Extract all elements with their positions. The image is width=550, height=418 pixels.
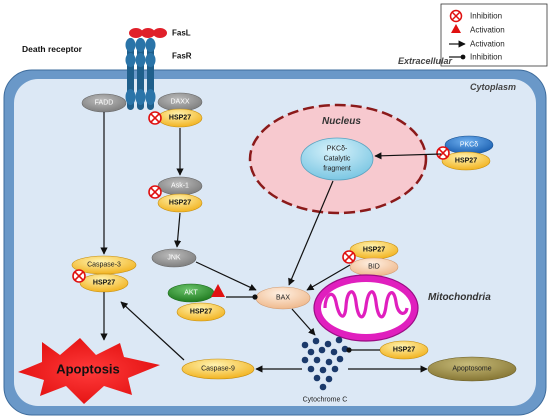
edge-pkc-fragment [374,152,442,160]
edge-pkcfragment-bax [288,180,334,286]
akt-label: AKT [184,290,198,297]
hsp27-ask1-node [157,193,203,213]
death-receptor-title: Death receptor [22,44,83,54]
hsp27-caspase3-label: HSP27 [93,280,115,287]
pkc-catalytic-fragment-node [300,137,374,181]
apoptosis-burst [18,338,160,404]
hsp27-bid-label: HSP27 [363,247,385,254]
inhibition-arrow-icon [449,54,466,60]
inhibition-daxx-icon [148,111,162,125]
activation-triangle-icon [451,24,461,33]
hsp27-daxx-label: HSP27 [169,115,191,122]
pkc-fragment-label-line3: fragment [323,166,351,173]
edge-caspase9-caspase3 [120,301,185,361]
fasl-ligand [129,28,167,38]
legend: Inhibition Activation Activation Inhibit… [440,3,548,67]
mitochondria-label: Mitochondria [428,292,491,303]
hsp27-pkc-node [441,151,491,171]
mitochondria [313,274,419,342]
edge-bid-bax [306,264,351,291]
pkc-delta-label: PKCδ [460,142,478,149]
inhibition-caspase3-icon [72,269,86,283]
edges [100,112,442,373]
fadd-label: FADD [95,100,114,107]
edge-bax-cytochrome [291,308,316,336]
hsp27-pkc-label: HSP27 [455,158,477,165]
bid-label: BID [368,264,380,271]
fas-receptor: FasL FasR [125,28,192,110]
daxx-label: DAXX [170,99,189,106]
pkc-fragment-label-line1: PKCδ- [327,146,348,153]
inhibition-bid-icon [342,250,356,264]
hsp27-cytochrome-label: HSP27 [393,347,415,354]
extracellular-label: Extracellular [398,56,453,66]
apoptosis-label: Apoptosis [56,362,120,377]
cytoplasm-label: Cytoplasm [470,82,516,92]
inhibition-symbol-icon [449,9,463,23]
bax-label: BAX [276,295,290,302]
edge-jnk-bax [195,261,257,291]
apoptosome-node [427,356,517,382]
legend-inhibition-arrow-label: Inhibition [470,53,502,62]
edge-akt-bax [226,294,258,300]
legend-inhibition-symbol-label: Inhibition [470,12,502,21]
caspase3-label: Caspase-3 [87,262,121,269]
legend-activation-symbol-label: Activation [470,26,505,35]
nucleus-label: Nucleus [322,116,361,127]
inhibition-pkc-icon [436,146,450,160]
jnk-node [151,248,197,268]
caspase9-label: Caspase-9 [201,366,235,373]
fasr-body [125,38,156,110]
hsp27-akt-node [176,302,226,322]
fasl-label: FasL [172,29,191,38]
edge-hsp27-cytochrome [346,347,380,353]
fasr-label: FasR [172,52,192,61]
inhibition-ask1-icon [148,185,162,199]
pkc-fragment-label-line2: Catalytic [324,156,351,163]
activation-akt-icon [211,284,225,297]
hsp27-ask1-label: HSP27 [169,200,191,207]
caspase9-node [181,358,255,380]
legend-activation-arrow-label: Activation [470,40,505,49]
hsp27-akt-label: HSP27 [190,309,212,316]
cytochrome-c-label: Cytochrome C [303,397,348,404]
ask1-label: Ask-1 [171,183,189,190]
jnk-label: JNK [167,255,181,262]
apoptosome-label: Apoptosome [452,366,491,373]
cytochrome-c-cluster [301,336,349,391]
edge-ask1-jnk [173,212,182,248]
